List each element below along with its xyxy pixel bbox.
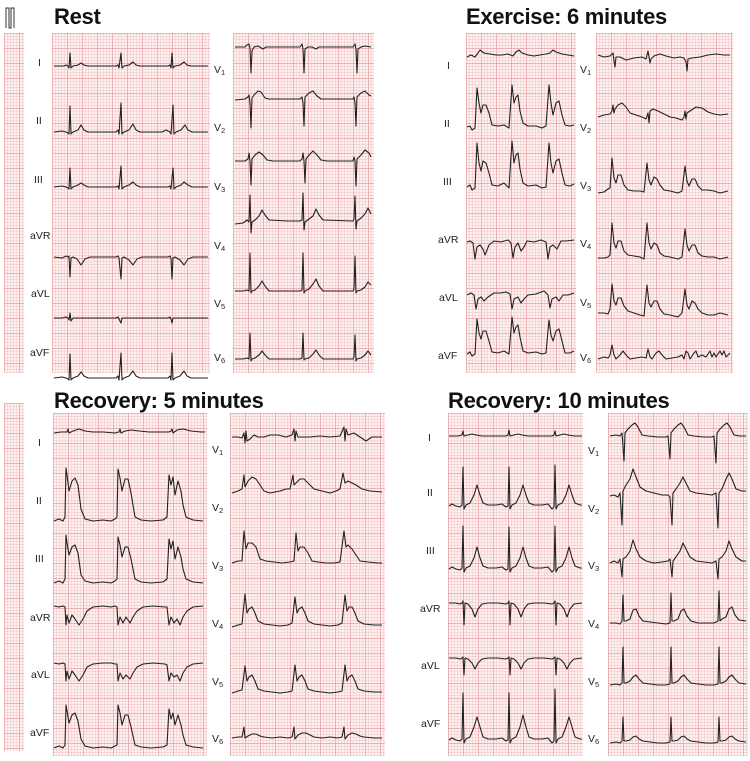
lead-label-V3: V3	[214, 181, 226, 194]
panel-title: Recovery: 5 minutes	[54, 388, 264, 413]
lead-label-aVF: aVF	[421, 718, 441, 730]
ecg-traces-precordial	[597, 50, 731, 360]
lead-label-V6: V6	[212, 733, 224, 746]
lead-label-I: I	[38, 437, 41, 449]
lead-label-V4: V4	[588, 618, 600, 631]
lead-label-V5: V5	[588, 676, 600, 689]
lead-label-aVR: aVR	[438, 234, 459, 246]
lead-label-V5: V5	[212, 676, 224, 689]
lead-label-V4: V4	[214, 240, 226, 253]
limb-lead-grid	[466, 33, 576, 373]
limb-lead-grid	[53, 413, 207, 756]
ecg-traces-precordial	[231, 426, 383, 740]
lead-label-V1: V1	[580, 64, 592, 77]
precordial-lead-grid	[230, 413, 385, 756]
calibration-strip	[4, 403, 24, 751]
lead-label-II: II	[427, 487, 433, 499]
lead-label-II: II	[444, 118, 450, 130]
limb-lead-grid	[52, 33, 210, 373]
lead-label-V1: V1	[214, 64, 226, 77]
lead-label-V3: V3	[588, 560, 600, 573]
lead-label-V6: V6	[580, 352, 592, 365]
ecg-traces-limb	[53, 52, 208, 381]
panel-title: Exercise: 6 minutes	[466, 4, 667, 29]
lead-label-I: I	[447, 60, 450, 72]
ecg-traces-precordial	[609, 422, 747, 744]
lead-label-aVR: aVR	[30, 230, 51, 242]
lead-label-V2: V2	[588, 503, 600, 516]
lead-label-I: I	[428, 432, 431, 444]
panel-title: Rest	[54, 4, 101, 29]
lead-label-V1: V1	[588, 445, 600, 458]
lead-label-aVR: aVR	[420, 603, 441, 615]
precordial-lead-grid	[608, 413, 748, 756]
limb-lead-grid	[448, 413, 583, 756]
lead-label-V5: V5	[214, 298, 226, 311]
lead-label-III: III	[35, 553, 44, 565]
ecg-traces-limb	[53, 428, 205, 749]
lead-label-aVF: aVF	[30, 727, 50, 739]
lead-label-aVF: aVF	[438, 350, 458, 362]
lead-label-V1: V1	[212, 444, 224, 457]
lead-label-II: II	[36, 115, 42, 127]
lead-label-aVL: aVL	[31, 669, 50, 681]
lead-label-III: III	[426, 545, 435, 557]
lead-label-V5: V5	[580, 297, 592, 310]
ecg-traces-limb	[448, 429, 583, 744]
lead-label-V2: V2	[212, 502, 224, 515]
lead-label-III: III	[443, 176, 452, 188]
lead-label-II: II	[36, 495, 42, 507]
lead-label-V3: V3	[580, 180, 592, 193]
panel-title: Recovery: 10 minutes	[448, 388, 670, 413]
lead-label-aVR: aVR	[30, 612, 51, 624]
lead-label-V6: V6	[214, 352, 226, 365]
lead-label-I: I	[38, 57, 41, 69]
lead-label-V4: V4	[212, 618, 224, 631]
precordial-lead-grid	[596, 33, 733, 373]
lead-label-V6: V6	[588, 733, 600, 746]
lead-label-aVL: aVL	[439, 292, 458, 304]
lead-label-aVF: aVF	[30, 347, 50, 359]
lead-label-aVL: aVL	[31, 288, 50, 300]
lead-label-III: III	[34, 174, 43, 186]
lead-label-V2: V2	[214, 122, 226, 135]
calibration-strip	[4, 33, 24, 373]
lead-label-V2: V2	[580, 122, 592, 135]
lead-label-V4: V4	[580, 238, 592, 251]
panel-recovery-5-minutes: Recovery: 5 minutes I II III aVR aVL aVF…	[0, 345, 750, 756]
lead-label-aVL: aVL	[421, 660, 440, 672]
ecg-traces-precordial	[234, 43, 372, 362]
panel-rest: Rest I II III aVR aVL aVF V1 V2 V3 V4 V5…	[0, 0, 750, 381]
ecg-traces-limb	[466, 49, 575, 357]
lead-label-V3: V3	[212, 560, 224, 573]
